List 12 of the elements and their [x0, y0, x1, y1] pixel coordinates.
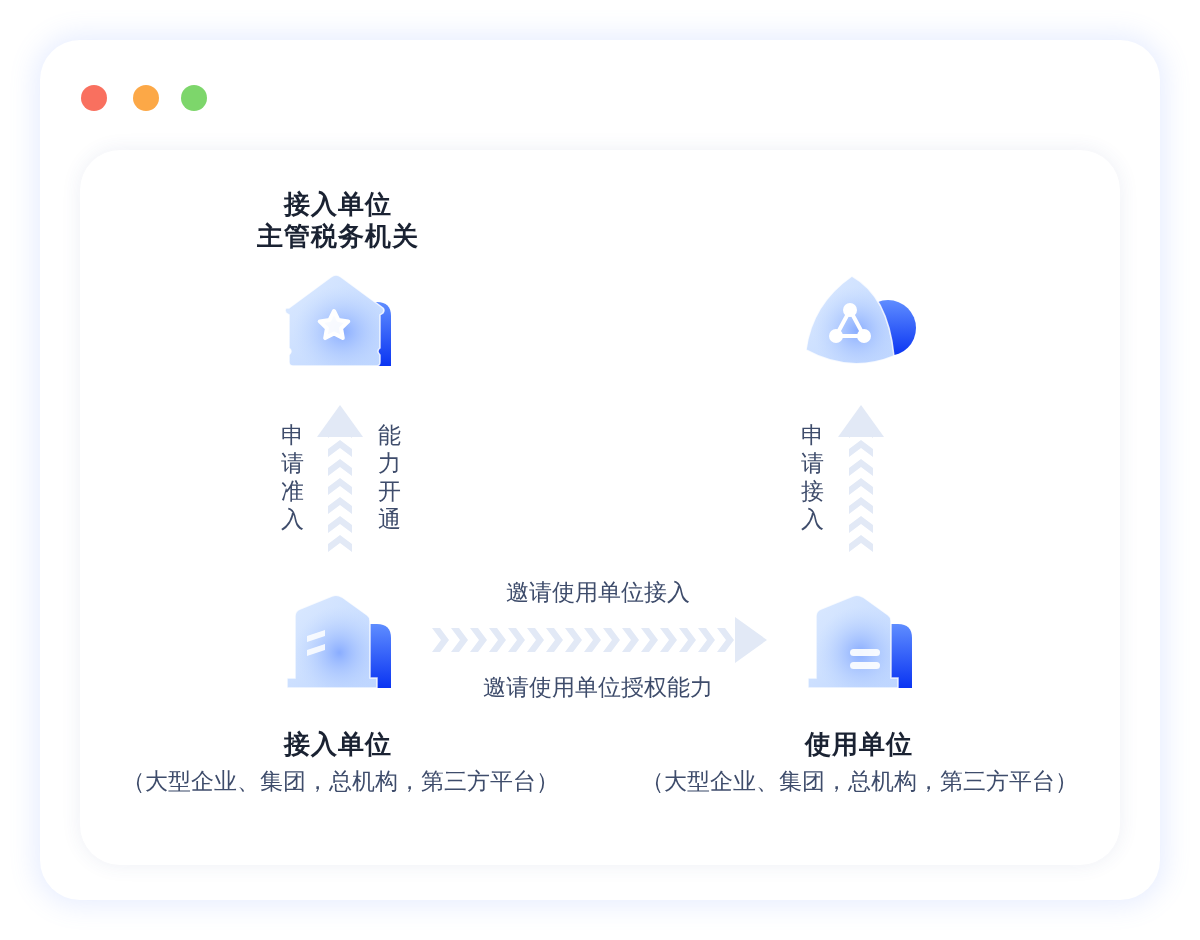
edge-label: 邀请使用单位接入 [506, 577, 690, 607]
node-title: 使用单位 [805, 728, 913, 760]
node-title: 主管税务机关 [257, 220, 419, 252]
arrow [317, 405, 363, 552]
caption-text: （大型企业、集团，总机构，第三方平台） [121, 767, 559, 796]
edge-label: 申请准入 [280, 421, 304, 533]
node-title: 接入单位 [284, 188, 392, 220]
caption-text: （大型企业、集团，总机构，第三方平台） [640, 767, 1078, 796]
edge-label: 申请接入 [800, 421, 824, 533]
arrow [838, 405, 884, 552]
arrow [432, 617, 767, 663]
node-title: 接入单位 [284, 728, 392, 760]
